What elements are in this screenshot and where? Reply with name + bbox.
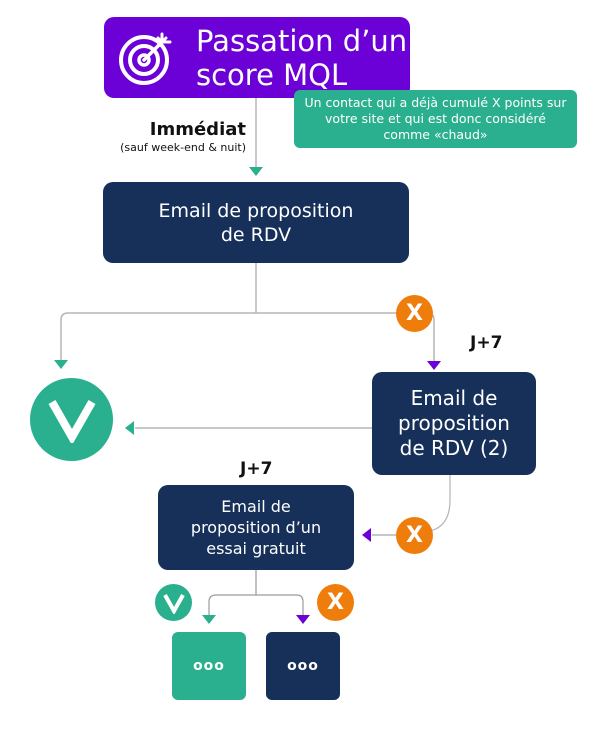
start-note-text: Un contact qui a déjà cumulé X points su… bbox=[304, 95, 567, 142]
connector-split-left bbox=[60, 312, 256, 362]
end-box-failure-label: ooo bbox=[287, 658, 319, 674]
step1-line1: Email de proposition bbox=[158, 199, 354, 222]
checkmark-icon bbox=[48, 399, 95, 443]
cross-icon: X bbox=[406, 523, 423, 548]
end-box-success: ooo bbox=[172, 632, 246, 700]
no-response-badge-2: X bbox=[396, 517, 433, 554]
start-title: Passation d’un score MQL bbox=[196, 24, 407, 92]
delay-j7-2: J+7 bbox=[240, 459, 273, 479]
checkmark-icon bbox=[162, 593, 185, 614]
start-note: Un contact qui a déjà cumulé X points su… bbox=[294, 90, 577, 148]
target-icon bbox=[118, 30, 174, 86]
end-box-failure: ooo bbox=[266, 632, 340, 700]
delay-j7-1: J+7 bbox=[470, 333, 503, 353]
arrow-purple-step2 bbox=[427, 361, 441, 370]
no-response-badge-3: X bbox=[317, 584, 354, 621]
connector-end-right bbox=[256, 594, 304, 615]
step3-email-trial: Email de proposition d’un essai gratuit bbox=[158, 485, 354, 570]
step1-email-rdv: Email de proposition de RDV bbox=[103, 182, 409, 263]
start-title-line2: score MQL bbox=[196, 57, 348, 92]
end-box-success-label: ooo bbox=[193, 658, 225, 674]
success-badge-small bbox=[155, 584, 192, 621]
arrow-purple-end bbox=[296, 615, 310, 624]
arrow-purple-step3 bbox=[362, 528, 371, 542]
success-badge-large bbox=[30, 378, 113, 461]
no-response-badge-1: X bbox=[396, 295, 433, 332]
connector-end-left bbox=[208, 594, 256, 615]
step2-email-rdv-2: Email de proposition de RDV (2) bbox=[372, 372, 536, 475]
arrow-teal-end bbox=[202, 615, 216, 624]
arrow-teal-left bbox=[125, 421, 134, 435]
step3-line2: proposition d’un bbox=[190, 518, 322, 537]
arrow-teal-step1 bbox=[249, 167, 263, 176]
cross-icon: X bbox=[406, 301, 423, 326]
delay-immediate-sublabel: (sauf week-end & nuit) bbox=[120, 141, 246, 154]
start-box: Passation d’un score MQL bbox=[104, 17, 410, 98]
start-title-line1: Passation d’un bbox=[196, 23, 408, 58]
step3-line3: essai gratuit bbox=[206, 539, 306, 558]
step2-line3: de RDV (2) bbox=[399, 436, 509, 460]
step2-line1: Email de bbox=[410, 386, 498, 410]
step2-line2: proposition bbox=[398, 411, 510, 435]
step3-line1: Email de bbox=[221, 497, 291, 516]
delay-immediate-label: Immédiat bbox=[149, 119, 246, 140]
delay-immediate: Immédiat (sauf week-end & nuit) bbox=[100, 119, 246, 155]
arrow-teal-success bbox=[54, 360, 68, 369]
cross-icon: X bbox=[327, 590, 344, 615]
step1-line2: de RDV bbox=[220, 223, 292, 246]
